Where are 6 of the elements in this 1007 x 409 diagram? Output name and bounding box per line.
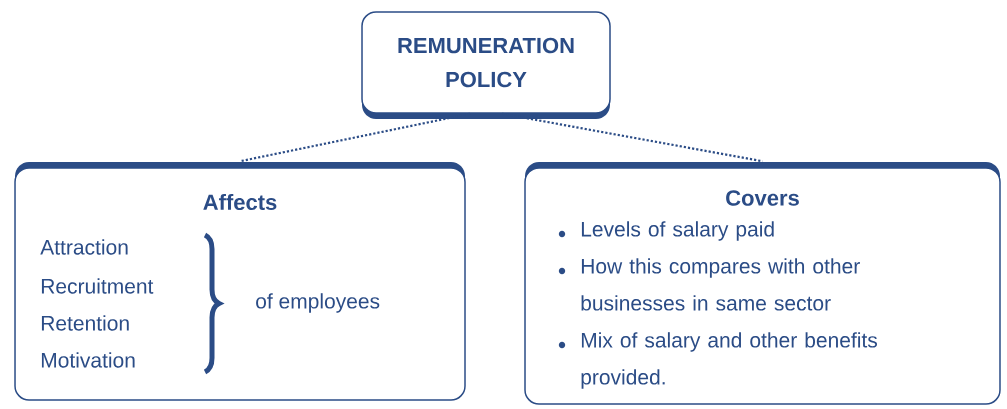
title-box: REMUNERATION POLICY [361, 11, 611, 119]
connector-line [239, 112, 471, 163]
node-label: How this compares with other businesses in same sector [581, 258, 860, 311]
connector-line [501, 112, 763, 163]
node-label: Mix of salary and other benefits provided. [581, 332, 878, 389]
node-label: Levels of salary paid [581, 221, 774, 241]
